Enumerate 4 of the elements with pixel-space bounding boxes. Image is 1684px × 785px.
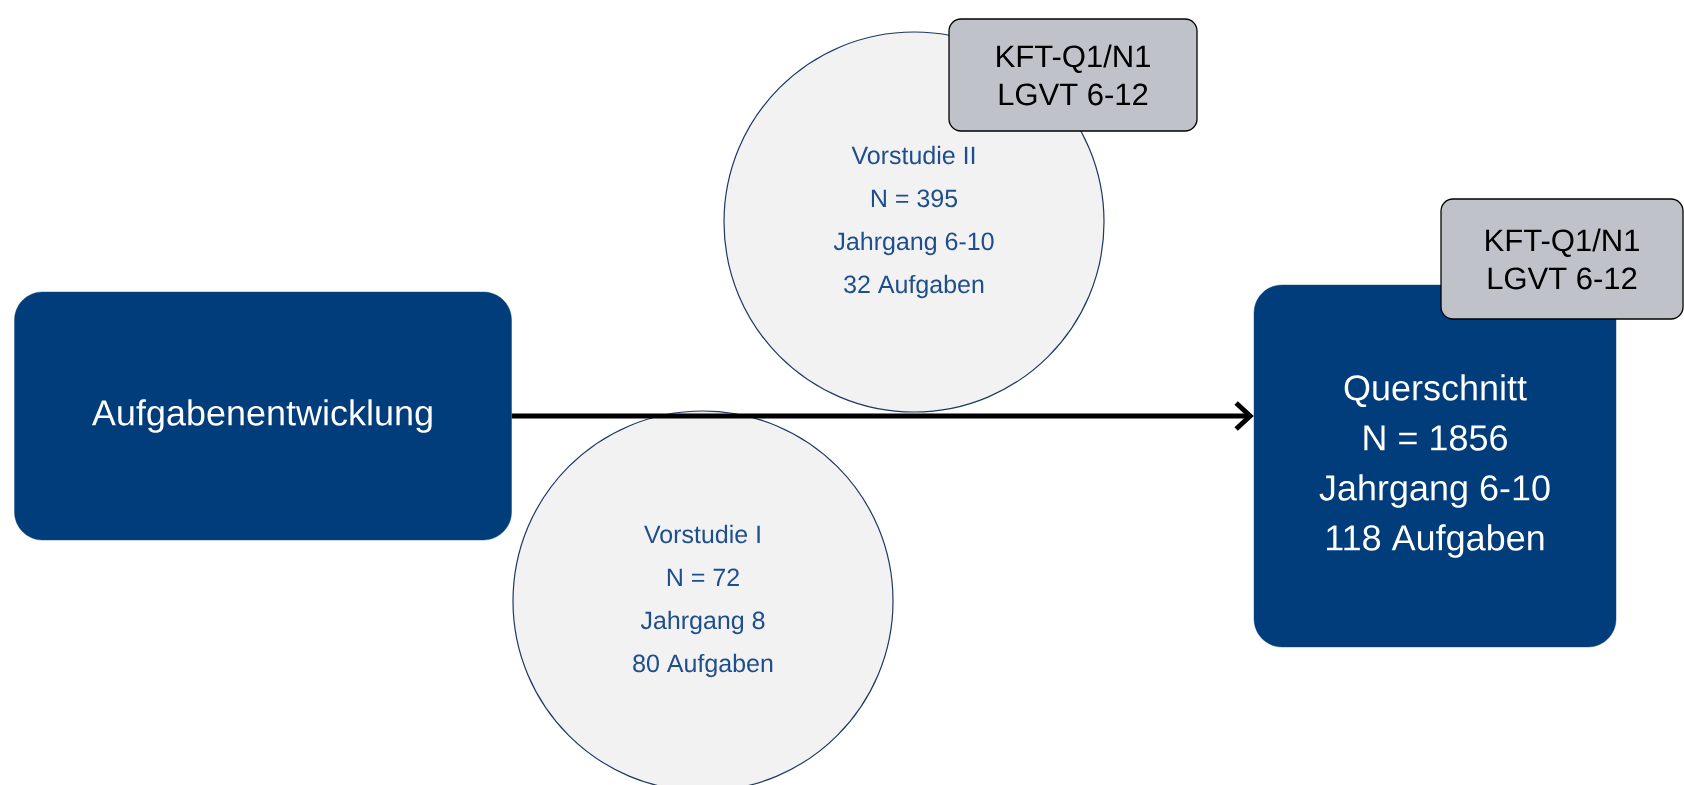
process-box: Aufgabenentwicklung: [14, 291, 512, 541]
test-tag: KFT-Q1/N1 LGVT 6-12: [1440, 198, 1684, 320]
test-tag: KFT-Q1/N1 LGVT 6-12: [948, 18, 1198, 132]
arrow: [511, 401, 1254, 431]
